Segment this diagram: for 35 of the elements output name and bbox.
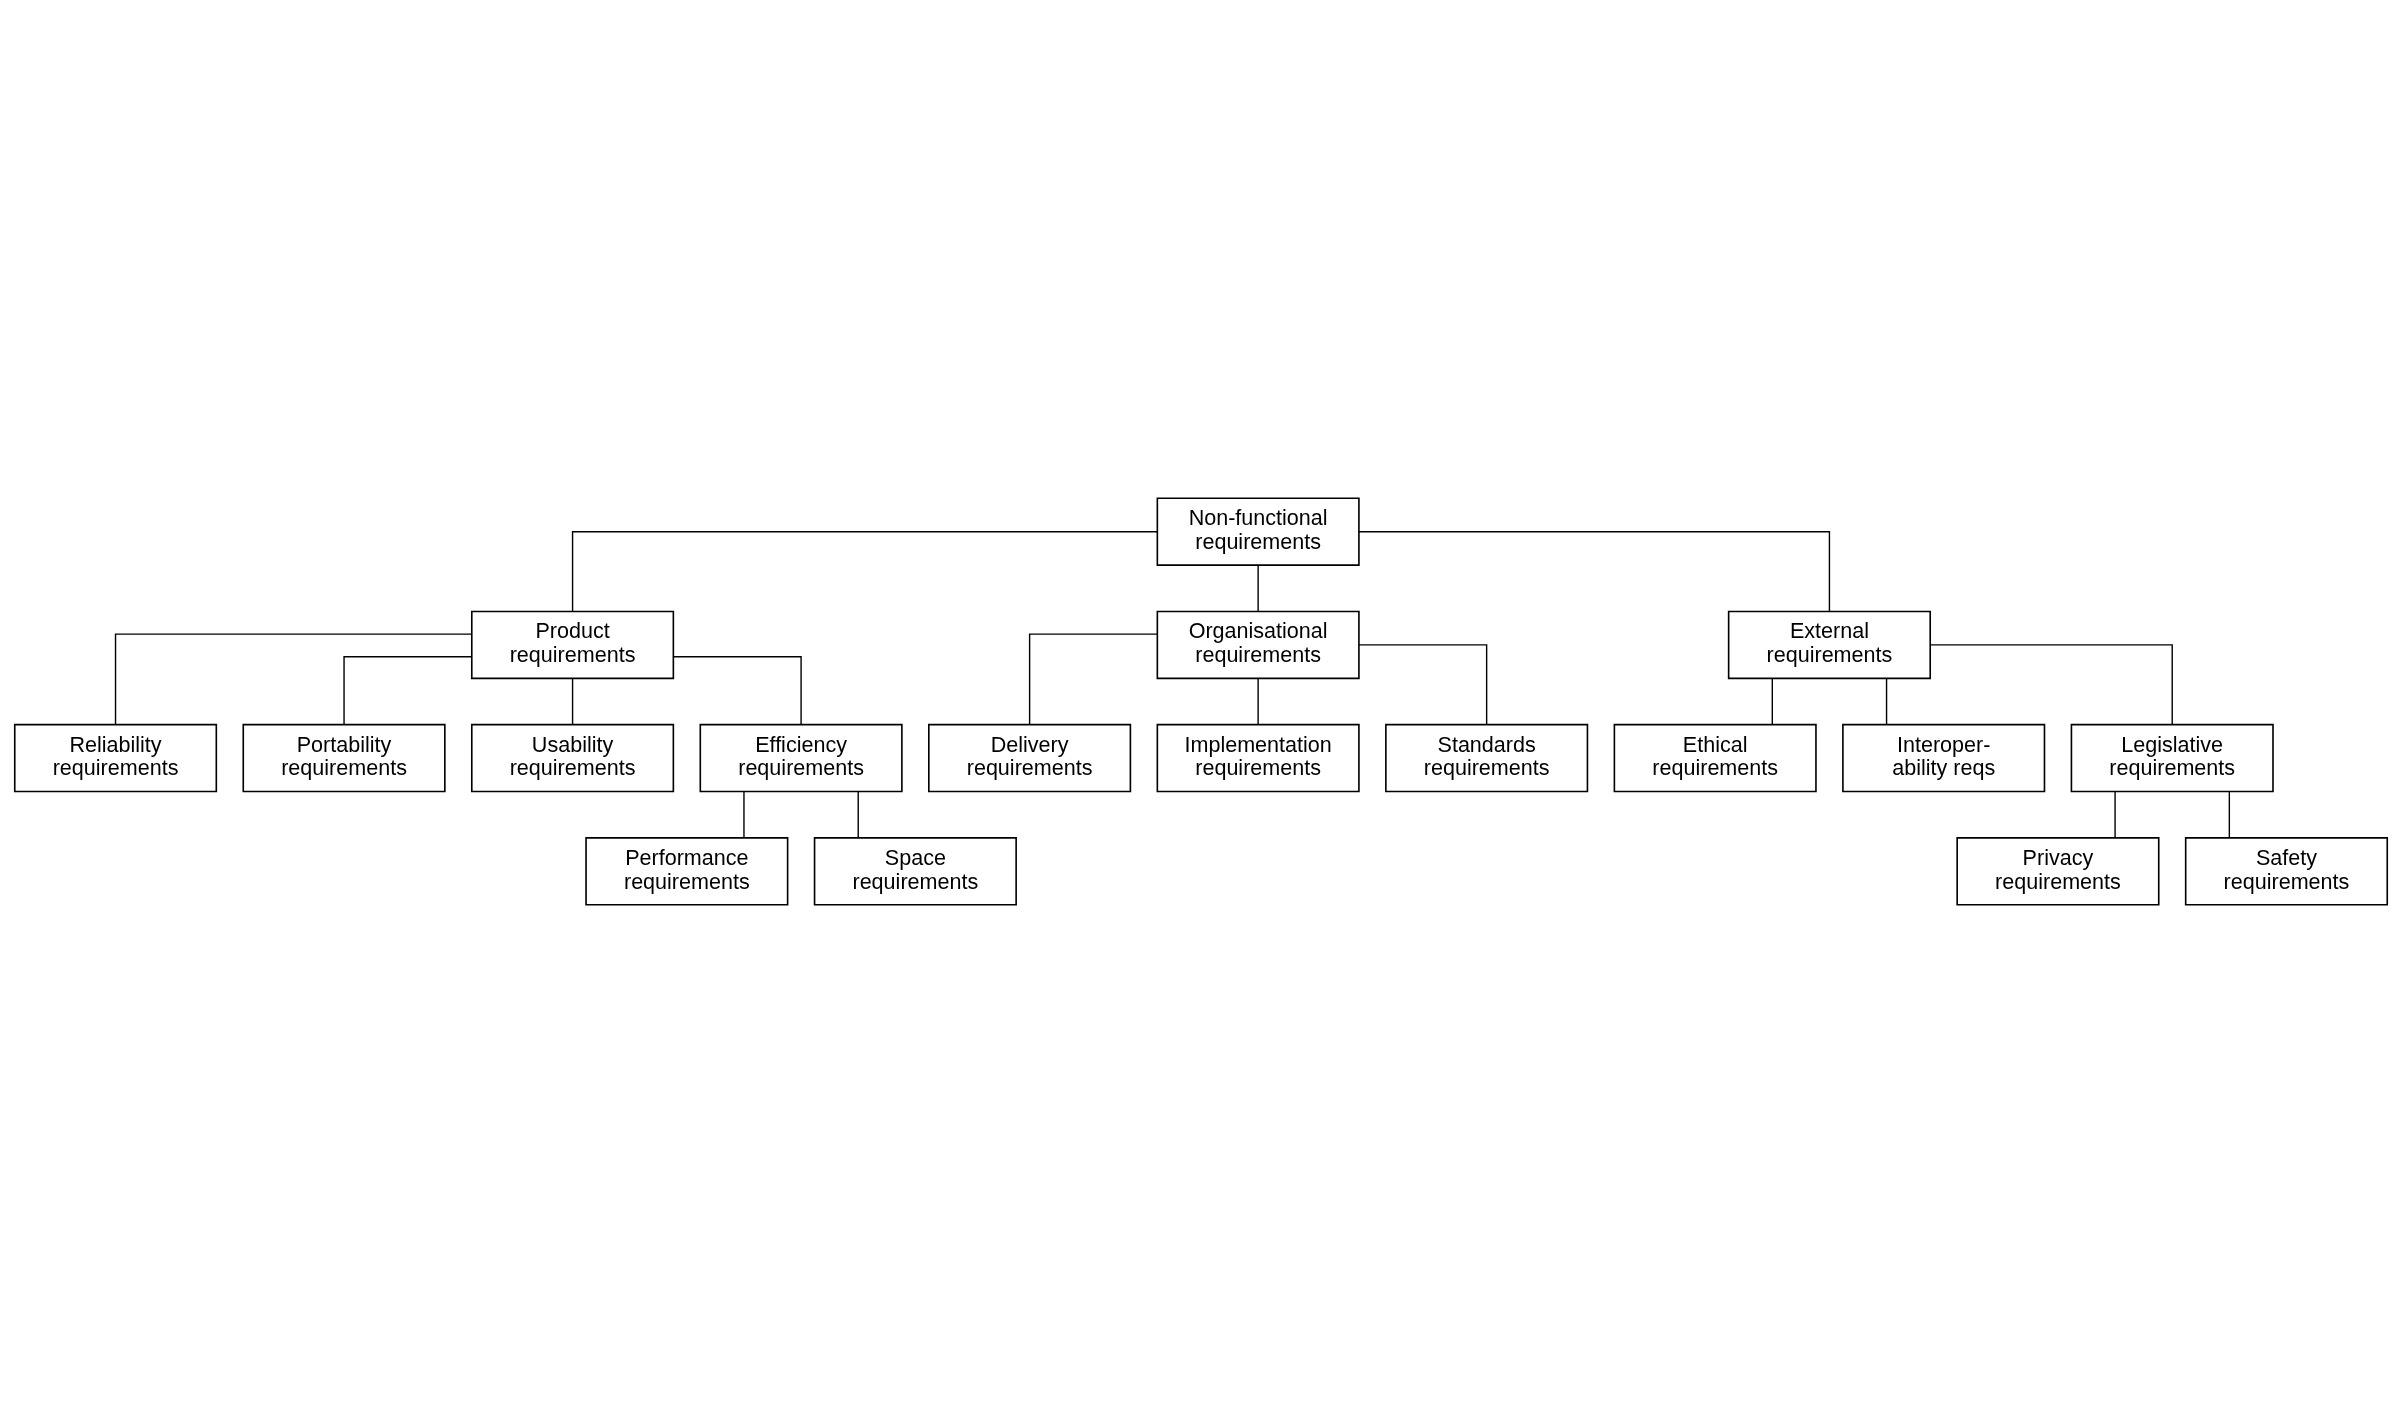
connector (114, 632, 473, 725)
connector (1885, 677, 1888, 725)
connector (1929, 643, 2173, 725)
node-box: Legislative requirements (2070, 723, 2274, 792)
connector (571, 530, 1159, 612)
connector (1358, 530, 1831, 612)
node-box: Implementation requirements (1156, 723, 1360, 792)
node-box: Organisational requirements (1156, 610, 1360, 679)
node-box: Efficiency requirements (699, 723, 903, 792)
connector (1028, 632, 1158, 725)
node-box: Privacy requirements (1956, 836, 2160, 905)
node-box: Delivery requirements (928, 723, 1132, 792)
node-box: Standards requirements (1385, 723, 1589, 792)
node-box: Ethical requirements (1613, 723, 1817, 792)
connector (672, 655, 802, 725)
connector (571, 677, 574, 725)
connector (743, 790, 745, 838)
connector (857, 790, 859, 838)
node-box: Reliability requirements (13, 723, 218, 792)
node-box: Safety requirements (2184, 836, 2389, 905)
connector (2114, 790, 2116, 838)
node-box: Non-functional requirements (1156, 497, 1360, 566)
connector (1257, 677, 1259, 725)
connector (1257, 564, 1259, 612)
node-box: Performance requirements (585, 836, 789, 905)
connector (1771, 677, 1773, 725)
node-box: External requirements (1727, 610, 1931, 679)
node-box: Space requirements (813, 836, 1017, 905)
connector (343, 655, 473, 725)
node-box: Product requirements (471, 610, 675, 679)
connector (2228, 790, 2231, 838)
connector (1358, 643, 1488, 725)
node-box: Interoper- ability reqs (1842, 723, 2046, 792)
node-box: Usability requirements (471, 723, 675, 792)
node-box: Portability requirements (242, 723, 446, 792)
